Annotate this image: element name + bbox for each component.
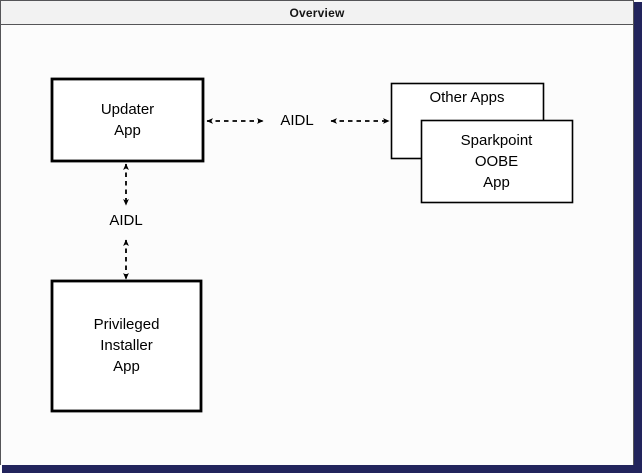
node-sparkpoint-oobe-app-box [420, 119, 574, 204]
diagram-graphics [50, 77, 574, 413]
window-title-bar: Overview [1, 1, 633, 25]
node-updater-app-box [50, 77, 205, 163]
overview-window: Overview [0, 0, 634, 465]
window-title: Overview [289, 5, 345, 20]
window-shadow-right [634, 2, 642, 471]
window-shadow-bottom [2, 465, 642, 473]
diagram-canvas: Updater App Privileged Installer App Oth… [1, 25, 633, 465]
node-privileged-installer-app-box [50, 279, 203, 413]
